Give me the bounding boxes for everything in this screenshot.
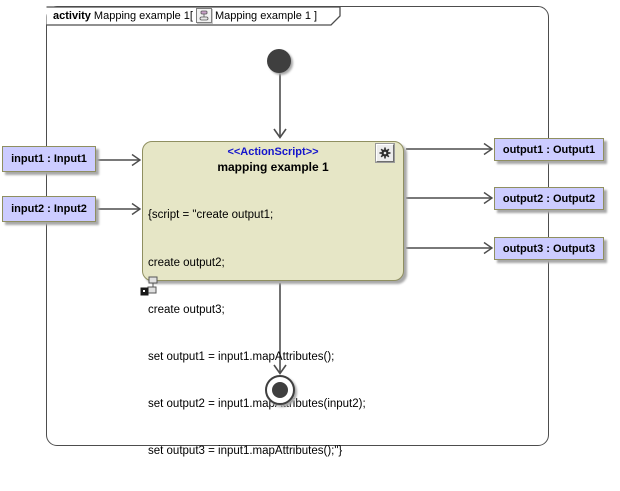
edge-input1-to-action[interactable] (96, 153, 142, 167)
edge-input2-to-action[interactable] (96, 202, 142, 216)
script-line: set output1 = input1.mapAttributes(); (148, 350, 335, 363)
output-pin-label: output1 : Output1 (502, 143, 596, 156)
script-line: create output2; (148, 256, 225, 269)
edges-layer (96, 73, 494, 375)
output-pin-output1[interactable]: output1 : Output1 (494, 138, 604, 161)
output-pin-label: output2 : Output2 (502, 192, 596, 205)
input-pin-label: input2 : Input2 (11, 203, 87, 215)
action-name: mapping example 1 (217, 160, 329, 174)
script-line: set output3 = input1.mapAttributes();"} (148, 444, 343, 457)
input-pin-input1[interactable]: input1 : Input1 (2, 146, 96, 172)
action-stereotype: <<ActionScript>> (227, 146, 319, 158)
edge-initial-to-action[interactable] (273, 73, 287, 139)
edge-action-to-final[interactable] (273, 283, 287, 375)
input-pin-label: input1 : Input1 (11, 153, 87, 165)
output-pin-label: output3 : Output3 (502, 242, 596, 255)
action-node-mapping-example-1[interactable]: <<ActionScript>> mapping example 1 {scri… (140, 141, 404, 457)
final-node-inner-dot (272, 382, 288, 398)
action-script-body: {script = "create output1; create output… (143, 177, 403, 491)
output-pin-output3[interactable]: output3 : Output3 (494, 237, 604, 260)
input-pin-input2[interactable]: input2 : Input2 (2, 196, 96, 222)
script-line: create output3; (148, 303, 225, 316)
decomposition-rake-icon (140, 276, 160, 296)
behavior-gear-icon (375, 143, 395, 163)
script-line: set output2 = input1.mapAttributes(input… (148, 397, 366, 410)
initial-node[interactable] (267, 49, 291, 73)
edge-action-to-output3[interactable] (406, 241, 494, 255)
output-pin-output2[interactable]: output2 : Output2 (494, 187, 604, 210)
script-line: {script = "create output1; (148, 209, 274, 222)
edge-action-to-output1[interactable] (406, 142, 494, 156)
edge-action-to-output2[interactable] (406, 191, 494, 205)
activity-final-node[interactable] (265, 375, 295, 405)
